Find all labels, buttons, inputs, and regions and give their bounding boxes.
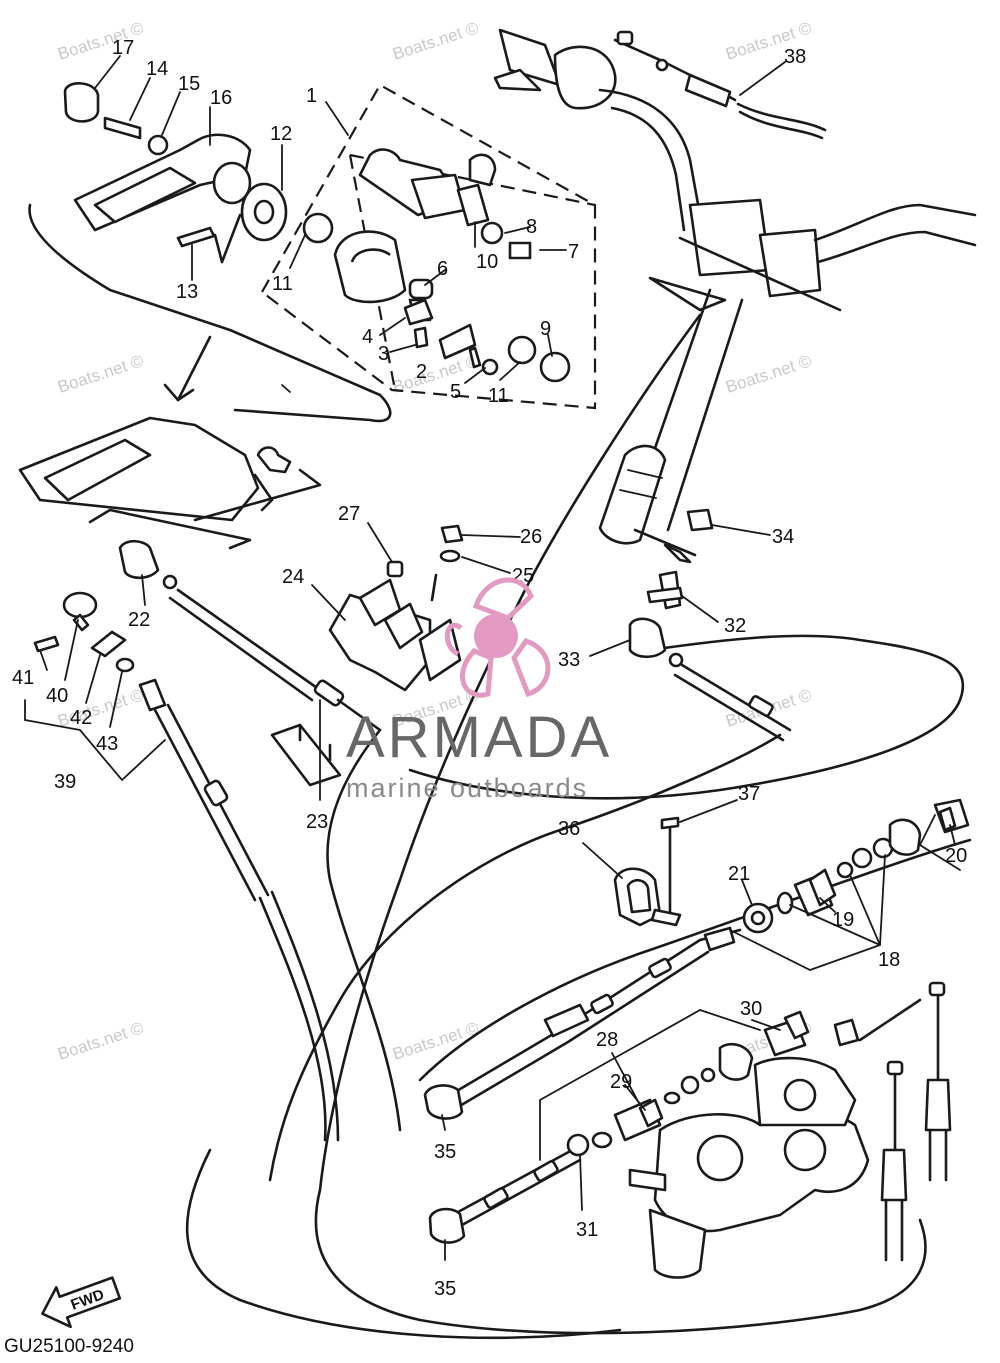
callout-17: 17	[112, 37, 134, 59]
callout-28: 28	[596, 1029, 618, 1051]
lever-housing-lower	[18, 335, 322, 550]
callout-9: 9	[540, 318, 551, 340]
watermark: Boats.net ©	[390, 18, 481, 64]
callout-24: 24	[282, 566, 304, 588]
carburetor-body	[628, 998, 922, 1279]
propeller-icon	[444, 577, 551, 698]
callout-22: 22	[128, 609, 150, 631]
callout-31: 31	[576, 1219, 598, 1241]
bracket-24	[270, 524, 464, 787]
callout-21: 21	[728, 863, 750, 885]
callout-37: 37	[738, 783, 760, 805]
diagram-code: GU25100-9240	[4, 1336, 134, 1357]
callout-43: 43	[96, 733, 118, 755]
callout-35-a: 35	[434, 1141, 456, 1163]
brand-tagline: marine outboards	[346, 773, 588, 803]
callout-14: 14	[146, 58, 168, 80]
callout-13: 13	[176, 281, 198, 303]
callout-4: 4	[362, 326, 373, 348]
fittings-18-21	[698, 798, 970, 952]
callout-10: 10	[476, 251, 498, 273]
callout-11-a: 11	[272, 273, 293, 295]
callout-34: 34	[772, 526, 794, 548]
callout-7: 7	[568, 241, 579, 263]
callout-11-b: 11	[488, 385, 509, 407]
callout-1: 1	[306, 85, 317, 107]
callout-32: 32	[724, 615, 746, 637]
clamp-36	[613, 816, 682, 927]
callout-19: 19	[832, 909, 854, 931]
leader-lines	[24, 55, 961, 1261]
callout-26: 26	[520, 526, 542, 548]
callout-numbers: 1 2 3 4 5 6 7 8 9 10 11 11 12 13 14 15 1…	[12, 37, 967, 1300]
cable-ends-right	[880, 981, 952, 1262]
watermark: Boats.net ©	[55, 351, 146, 397]
callout-3: 3	[378, 343, 389, 365]
cable-22	[118, 539, 382, 732]
right-cable-parts	[628, 508, 792, 742]
handlebar-assembly	[318, 28, 977, 1192]
callout-2: 2	[416, 361, 427, 383]
callout-20: 20	[945, 845, 967, 867]
callout-29: 29	[610, 1071, 632, 1093]
long-cables	[185, 634, 972, 1340]
callout-41: 41	[12, 667, 34, 689]
watermark: Boats.net ©	[390, 351, 481, 397]
callout-16: 16	[210, 87, 232, 109]
callout-23: 23	[306, 811, 328, 833]
cable-39-parts	[33, 591, 340, 1142]
callout-6: 6	[437, 258, 448, 280]
carburetor-cables	[423, 938, 810, 1244]
watermark: Boats.net ©	[723, 351, 814, 397]
callout-8: 8	[526, 216, 537, 238]
callout-36: 36	[558, 818, 580, 840]
fwd-arrow: FWD	[41, 1276, 122, 1329]
throttle-lever-parts	[28, 82, 392, 423]
brand-logo: ARMADA marine outboards	[346, 577, 612, 803]
callout-42: 42	[70, 707, 92, 729]
callout-38: 38	[784, 46, 806, 68]
exploded-group-1	[260, 83, 597, 410]
callout-27: 27	[338, 503, 360, 525]
callout-40: 40	[46, 685, 68, 707]
brand-name: ARMADA	[346, 705, 612, 770]
callout-18: 18	[878, 949, 900, 971]
callout-12: 12	[270, 123, 292, 145]
callout-15: 15	[178, 73, 200, 95]
callout-5: 5	[450, 381, 461, 403]
callout-35-b: 35	[434, 1278, 456, 1300]
callout-39: 39	[54, 771, 76, 793]
watermark: Boats.net ©	[55, 1018, 146, 1064]
callout-33: 33	[558, 649, 580, 671]
callout-30: 30	[740, 998, 762, 1020]
